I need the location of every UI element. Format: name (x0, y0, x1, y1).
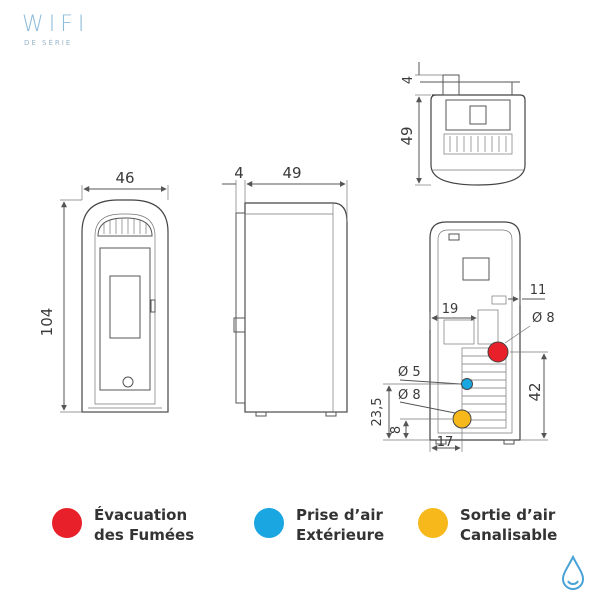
rear-dim-42: 42 (526, 382, 544, 401)
front-view: 46 104 (38, 169, 169, 413)
rear-body (429, 221, 521, 441)
air-outlet-port (452, 409, 472, 429)
top-depth-label: 49 (398, 126, 416, 145)
legend-label-line2: des Fumées (94, 526, 195, 544)
top-view: 4 49 (398, 62, 526, 186)
top-grille (443, 133, 513, 155)
side-spacer (235, 212, 246, 404)
wifi-subtitle: DE SÉRIE (24, 39, 73, 47)
side-view: 4 49 (222, 164, 348, 417)
rear-dim-8: 8 (389, 426, 404, 434)
top-panel (445, 99, 511, 131)
rear-dim-d8-bottom: Ø 8 (398, 388, 421, 403)
legend-label-line1: Évacuation (94, 506, 188, 524)
front-inner-frame (94, 213, 156, 405)
front-width-label: 46 (115, 169, 134, 187)
legend-label-line1: Prise d’air (296, 506, 383, 524)
air-intake-port (461, 378, 473, 390)
front-top-grille (97, 217, 153, 237)
rear-view: 11 19 Ø 8 42 Ø 5 Ø 8 23,5 8 17 (370, 221, 555, 452)
legend-label-line1: Sortie d’air (460, 506, 556, 524)
fume-exhaust-port (487, 341, 509, 363)
power-button (122, 376, 134, 388)
side-depth-label: 49 (282, 164, 301, 182)
rear-dim-d5: Ø 5 (398, 365, 421, 380)
legend-label-line2: Extérieure (296, 526, 385, 544)
front-glass (109, 275, 141, 339)
legend-label-line2: Canalisable (460, 526, 558, 544)
legend-item-air-intake: Prise d’air Extérieure (254, 505, 384, 545)
front-height-label: 104 (38, 308, 56, 337)
legend-item-air-outlet: Sortie d’air Canalisable (418, 505, 557, 545)
rear-dim-d8-top: Ø 8 (532, 311, 555, 326)
door-handle (150, 299, 156, 313)
wifi-badge: WIFI DE SÉRIE (22, 12, 89, 47)
side-offset-label: 4 (234, 164, 244, 182)
rear-label-plate (462, 257, 490, 281)
wifi-title: WIFI (22, 12, 90, 37)
side-body (244, 202, 348, 413)
front-body (81, 199, 169, 413)
brand-drop-icon (561, 555, 585, 591)
front-door (99, 247, 151, 391)
rear-dim-23-5: 23,5 (370, 398, 385, 427)
top-flue (442, 74, 460, 96)
legend-dot-yellow (418, 508, 448, 538)
rear-dim-19: 19 (442, 302, 459, 317)
legend-dot-blue (254, 508, 284, 538)
rear-dim-11: 11 (530, 283, 547, 298)
rear-dim-17: 17 (437, 435, 454, 450)
legend-dot-red (52, 508, 82, 538)
side-flue-stub (233, 317, 246, 333)
top-offset-label: 4 (401, 76, 416, 84)
legend-item-fume-exhaust: Évacuation des Fumées (52, 505, 194, 545)
